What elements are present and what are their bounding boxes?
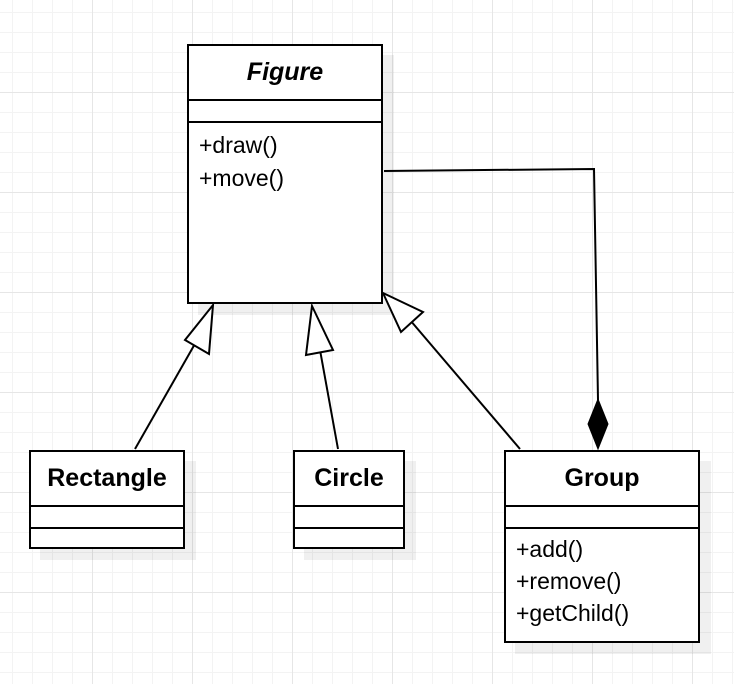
operation-remove: +remove() (516, 568, 622, 594)
class-figure-operations: +draw() +move() (189, 123, 381, 195)
operation-add: +add() (516, 536, 584, 562)
generalization-rectangle-figure[interactable] (134, 301, 215, 450)
class-group-name: Group (506, 452, 698, 507)
class-figure[interactable]: Figure +draw() +move() (187, 44, 383, 304)
class-circle[interactable]: Circle (293, 450, 405, 549)
generalization-circle-figure[interactable] (304, 302, 339, 450)
operation-move: +move() (199, 165, 284, 191)
class-group[interactable]: Group +add() +remove() +getChild() (504, 450, 700, 643)
class-figure-attributes (189, 101, 381, 123)
generalization-group-figure[interactable] (380, 290, 521, 450)
class-group-operations: +add() +remove() +getChild() (506, 529, 698, 629)
hollow-triangle-arrowhead (183, 301, 215, 356)
class-group-attributes (506, 507, 698, 529)
class-figure-name: Figure (189, 46, 381, 101)
hollow-triangle-arrowhead (380, 290, 425, 334)
hollow-triangle-arrowhead (304, 302, 335, 357)
class-circle-name: Circle (295, 452, 403, 507)
filled-diamond-icon (587, 397, 609, 451)
class-rectangle-attributes (31, 507, 183, 529)
class-circle-attributes (295, 507, 403, 529)
operation-draw: +draw() (199, 132, 278, 158)
operation-getchild: +getChild() (516, 600, 630, 626)
class-rectangle-name: Rectangle (31, 452, 183, 507)
class-rectangle[interactable]: Rectangle (29, 450, 185, 549)
composition-group-figure[interactable] (383, 167, 609, 451)
